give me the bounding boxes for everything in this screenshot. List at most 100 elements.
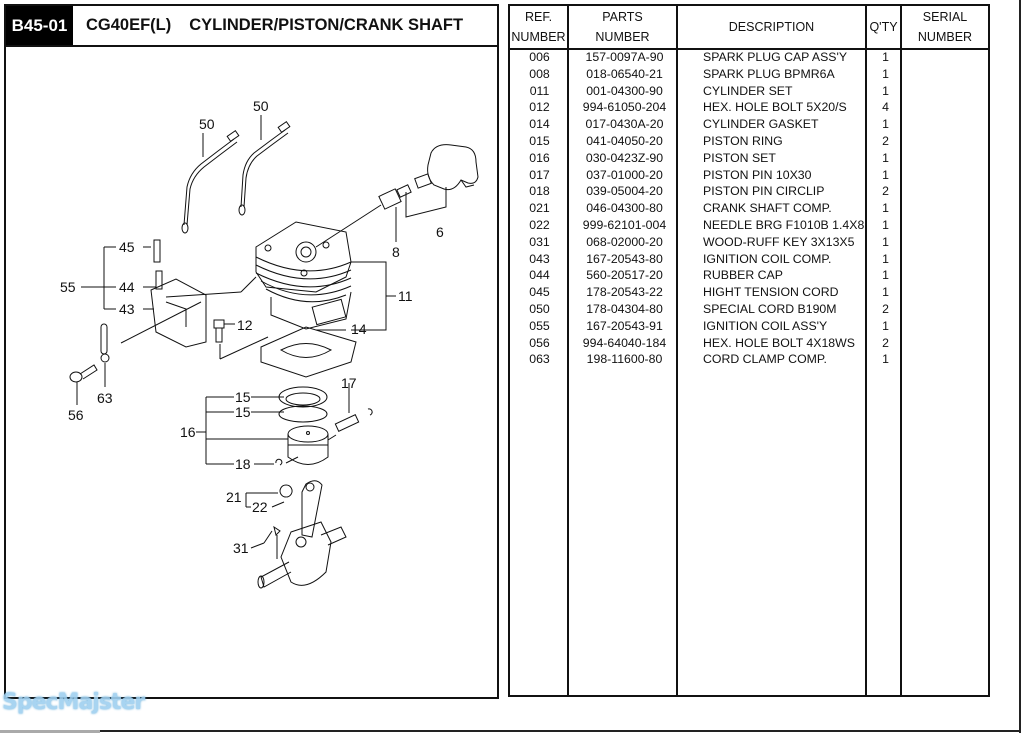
special-cord-part (238, 115, 291, 216)
callout-8: 8 (392, 244, 400, 260)
parts-table: REF. NUMBER PARTS NUMBER DESCRIPTION Q'T… (508, 4, 990, 697)
quantity-cell: 2 (882, 335, 889, 350)
quantity-cell: 1 (882, 268, 889, 283)
ref-number-cell: 045 (529, 285, 550, 300)
part-number-cell: 017-0430A-20 (585, 117, 664, 132)
quantity-cell: 1 (882, 352, 889, 367)
ignition-coil-part (120, 239, 257, 348)
description-cell: HEX. HOLE BOLT 4X18WS (703, 335, 855, 350)
callout-16: 16 (180, 424, 196, 440)
callout-17: 17 (341, 375, 357, 391)
description-cell: HIGHT TENSION CORD (703, 285, 839, 300)
description-cell: PISTON PIN CIRCLIP (703, 184, 825, 199)
ref-number-cell: 043 (529, 251, 550, 266)
ref-number-cell: 016 (529, 150, 550, 165)
part-number-cell: 157-0097A-90 (585, 50, 664, 64)
quantity-cell: 1 (882, 218, 889, 232)
quantity-cell: 1 (882, 251, 889, 266)
quantity-cell: 2 (882, 184, 889, 199)
quantity-cell: 2 (882, 302, 889, 316)
ref-number-cell: 017 (529, 167, 550, 182)
part-number-cell: 994-61050-204 (582, 100, 667, 115)
watermark-logo: SpecMajster (2, 690, 145, 715)
callout-43: 43 (119, 301, 135, 317)
ref-number-cell: 006 (529, 50, 550, 64)
callout-45: 45 (119, 239, 135, 255)
quantity-cell: 1 (882, 201, 889, 216)
header-serial-number: SERIAL NUMBER (902, 6, 988, 48)
part-number-cell: 039-05004-20 (586, 184, 663, 199)
header-line: NUMBER (917, 30, 973, 44)
description-cell: PISTON PIN 10X30 (703, 167, 812, 182)
callout-6: 6 (436, 224, 444, 240)
piston-part (275, 425, 337, 466)
ref-number-cell: 031 (529, 234, 550, 249)
quantity-cell: 1 (882, 318, 889, 333)
section-badge: B45-01 (6, 6, 73, 45)
callout-15a: 15 (235, 389, 251, 405)
crankshaft-part (257, 480, 347, 589)
page-title: CG40EF(L) CYLINDER/PISTON/CRANK SHAFT (86, 6, 463, 45)
header-qty: Q'TY (867, 6, 900, 48)
callout-21: 21 (226, 489, 242, 505)
part-number-cell: 068-02000-20 (586, 234, 663, 249)
header-line: NUMBER (511, 30, 566, 44)
description-cell: SPARK PLUG CAP ASS'Y (703, 50, 848, 64)
ref-number-cell: 008 (529, 66, 550, 81)
cylinder-gasket-part (260, 326, 357, 378)
ref-number-cell: 055 (529, 318, 550, 333)
callout-55: 55 (60, 279, 76, 295)
table-row: 006 157-0097A-90 SPARK PLUG CAP ASS'Y 1 (510, 49, 988, 66)
piston-pin-part (334, 383, 373, 432)
ref-number-cell: 011 (529, 83, 550, 98)
description-cell: SPECIAL CORD B190M (703, 302, 837, 316)
description-cell: CRANK SHAFT COMP. (703, 201, 832, 216)
header-line: PARTS (602, 10, 643, 24)
part-number-cell: 198-11600-80 (586, 352, 663, 367)
special-cord-part (181, 129, 240, 234)
column-divider (900, 6, 902, 695)
callout-18: 18 (235, 456, 251, 472)
header-line: Q'TY (869, 20, 898, 34)
callout-22: 22 (252, 499, 268, 515)
ref-number-cell: 056 (529, 335, 550, 350)
title-bar: B45-01 CG40EF(L) CYLINDER/PISTON/CRANK S… (6, 6, 497, 47)
quantity-cell: 2 (882, 134, 889, 148)
description-cell: NEEDLE BRG F1010B 1.4X8 (703, 218, 865, 232)
header-parts-number: PARTS NUMBER (569, 6, 676, 48)
header-line: DESCRIPTION (728, 20, 815, 34)
diagram-panel: B45-01 CG40EF(L) CYLINDER/PISTON/CRANK S… (4, 4, 499, 699)
ref-number-cell: 063 (529, 352, 550, 367)
part-number-cell: 167-20543-80 (586, 251, 663, 266)
callout-14: 14 (351, 321, 367, 337)
callout-50a: 50 (199, 116, 215, 132)
header-line: SERIAL (922, 10, 968, 24)
description-cell: HEX. HOLE BOLT 5X20/S (703, 100, 847, 115)
callout-15b: 15 (235, 404, 251, 420)
part-number-cell: 178-04304-80 (586, 302, 663, 316)
part-number-cell: 041-04050-20 (586, 134, 663, 148)
ref-number-cell: 015 (529, 134, 550, 148)
callout-31: 31 (233, 540, 249, 556)
quantity-cell: 1 (882, 285, 889, 300)
ref-number-cell: 044 (529, 268, 550, 283)
description-cell: RUBBER CAP (703, 268, 783, 283)
column-divider (567, 6, 569, 695)
part-number-cell: 167-20543-91 (586, 318, 663, 333)
ref-number-cell: 014 (529, 117, 550, 132)
quantity-cell: 1 (882, 50, 889, 64)
column-divider (865, 6, 867, 695)
callout-56: 56 (68, 407, 84, 423)
part-number-cell: 560-20517-20 (586, 268, 663, 283)
quantity-cell: 1 (882, 234, 889, 249)
